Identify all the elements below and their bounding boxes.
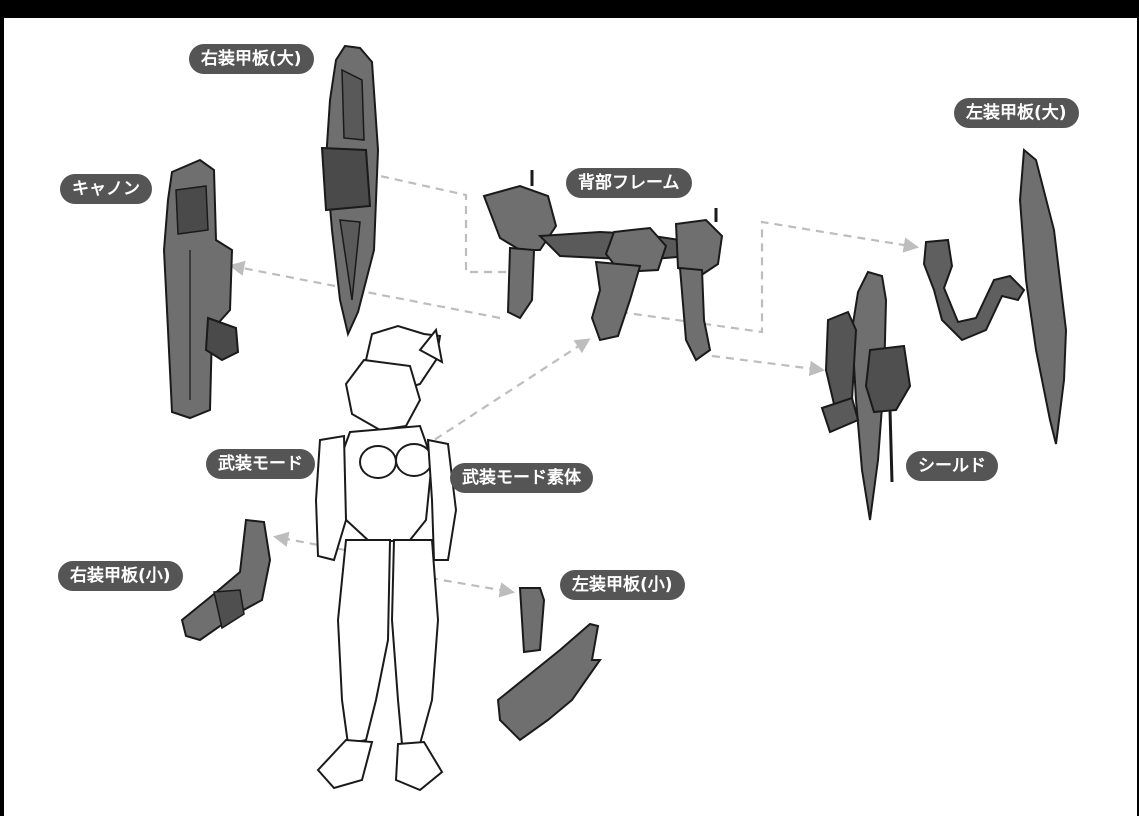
label-cannon: キャノン (60, 174, 152, 204)
label-armed-mode: 武装モード (206, 449, 315, 479)
label-left-armor-small: 左装甲板(小) (560, 570, 685, 600)
right-armor-small-part (182, 520, 270, 640)
label-armed-mode-base: 武装モード素体 (450, 463, 593, 493)
label-back-frame: 背部フレーム (566, 168, 692, 198)
right-armor-large-part (322, 46, 378, 334)
cannon-part (164, 160, 238, 418)
arrow-figure-to-left-armor-small (430, 578, 512, 592)
label-right-armor-small: 右装甲板(小) (58, 561, 183, 591)
shield-part (822, 272, 910, 520)
label-right-armor-large: 右装甲板(大) (189, 44, 314, 74)
label-left-armor-large: 左装甲板(大) (954, 98, 1079, 128)
armed-mode-figure (316, 326, 456, 790)
back-frame-part (484, 170, 722, 360)
left-armor-small-part (498, 588, 600, 740)
arrow-backframe-to-shield (712, 356, 822, 370)
left-armor-large-part (924, 150, 1066, 444)
label-shield: シールド (906, 451, 998, 481)
